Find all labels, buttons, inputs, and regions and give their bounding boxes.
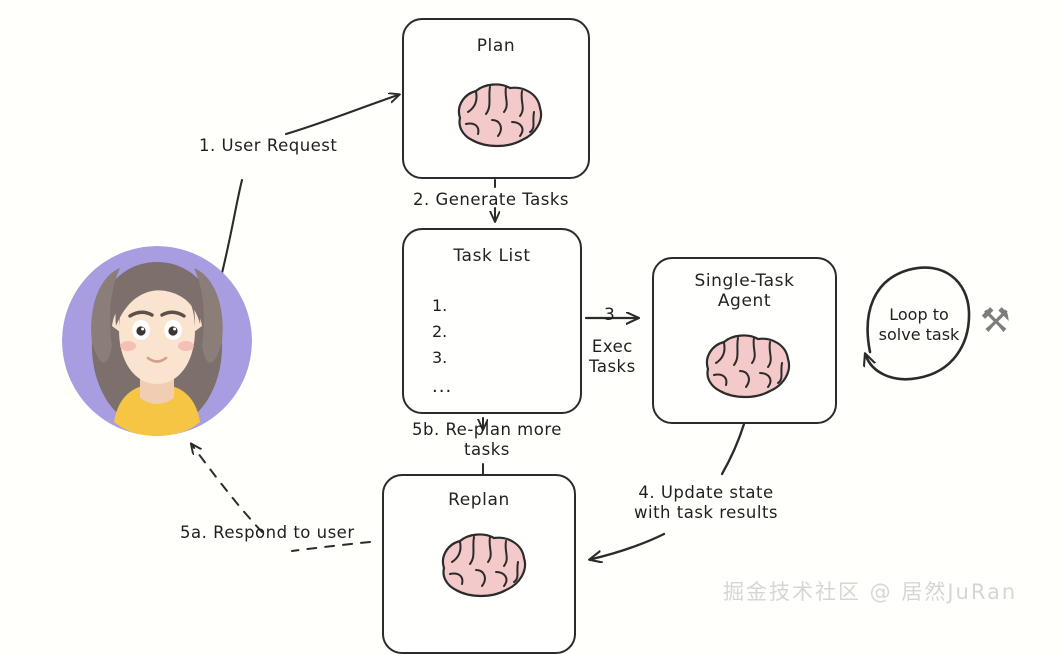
node-plan-title: Plan (476, 36, 516, 56)
avatar-shirt (114, 384, 200, 436)
node-single-task-agent-title: Single-Task Agent (694, 271, 795, 312)
list-item: 1. (432, 292, 458, 318)
avatar-hair-front (115, 268, 201, 326)
brain-icon (696, 331, 796, 403)
list-item: 3. (432, 344, 458, 370)
hammer-and-wrench-icon: ⚒ (980, 301, 1011, 341)
node-replan[interactable]: Replan (382, 474, 576, 654)
node-task-list-title: Task List (453, 246, 531, 266)
brain-icon (448, 80, 548, 152)
avatar-hair-strand-left (91, 268, 120, 363)
task-list-items: 1. 2. 3. ... (432, 292, 458, 398)
task-list-ellipsis: ... (432, 376, 453, 397)
avatar-brow-left (128, 310, 154, 318)
user-avatar (62, 246, 252, 436)
task-number: 1. (432, 295, 448, 315)
node-task-list[interactable]: Task List 1. 2. 3. ... (402, 228, 582, 414)
edge-user-request (220, 95, 398, 275)
avatar-ear-right (194, 308, 202, 332)
avatar-illustration (62, 246, 252, 436)
edge-label-exec-tasks: Exec Tasks (589, 337, 636, 376)
watermark: 掘金技术社区 @ 居然JuRan (723, 580, 1018, 604)
edge-label-replan-more-tasks: 5b. Re-plan more tasks (412, 420, 562, 459)
list-item: 2. (432, 318, 458, 344)
node-replan-title: Replan (448, 490, 510, 510)
avatar-hair-strand-right (194, 268, 223, 363)
loop-label: Loop to solve task (878, 305, 960, 344)
node-single-task-agent[interactable]: Single-Task Agent (652, 257, 837, 424)
edge-label-exec-step-number: 3 (604, 305, 616, 325)
edge-label-update-state: 4. Update state with task results (634, 483, 779, 522)
node-plan[interactable]: Plan (402, 18, 590, 179)
avatar-mouth (146, 356, 168, 363)
avatar-face (119, 278, 195, 384)
edge-label-respond-to-user: 5a. Respond to user (180, 523, 355, 542)
avatar-brow-right (160, 310, 186, 318)
task-number: 2. (432, 321, 448, 341)
edge-label-user-request: 1. User Request (199, 136, 338, 155)
brain-icon (432, 530, 532, 602)
diagram-canvas: Plan Task List 1. 2. 3. ... Single-Task … (62, 18, 1018, 654)
task-number: 3. (432, 347, 448, 367)
edge-label-generate-tasks: 2. Generate Tasks (413, 190, 570, 209)
